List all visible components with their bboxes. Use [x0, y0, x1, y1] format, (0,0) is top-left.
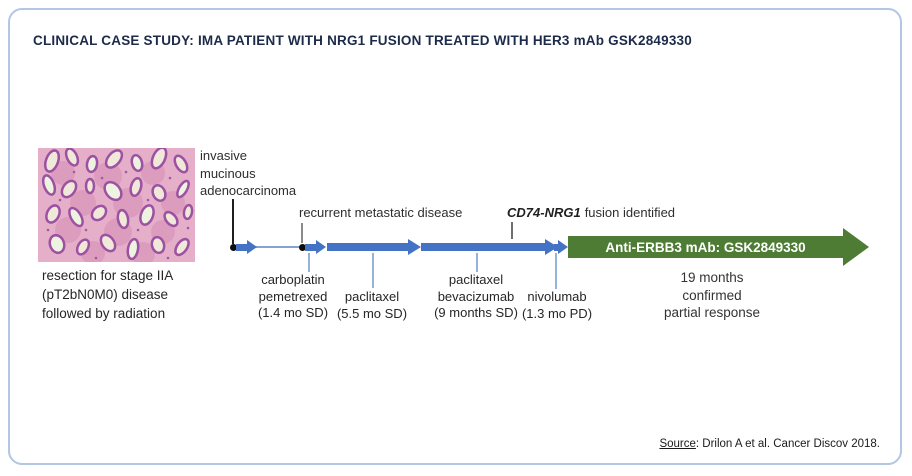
treatment-label-4: nivolumab (1.3 mo PD) — [497, 289, 617, 322]
treatment-line: (5.5 mo SD) — [336, 305, 408, 321]
treatment-label-3: paclitaxel bevacizumab (9 months SD) — [411, 272, 541, 322]
connector-treatment-2 — [372, 253, 374, 288]
timeline-arrow-chevron-2 — [554, 240, 568, 254]
outcome-line: 19 months — [680, 270, 744, 285]
treatment-arrow-2 — [421, 239, 558, 255]
arrow-body: Anti-ERBB3 mAb: GSK2849330 — [568, 236, 843, 258]
arrow-body — [236, 243, 247, 251]
therapy-arrow-label: Anti-ERBB3 mAb: GSK2849330 — [605, 239, 806, 255]
milestone-dot-diagnosis — [229, 243, 237, 251]
connector-recurrence — [301, 223, 303, 243]
outcome-line: confirmed — [682, 287, 742, 303]
timeline-arrow-chevron-1 — [305, 240, 326, 254]
treatment-line: (1.4 mo SD) — [257, 305, 329, 320]
arrow-head-icon — [558, 240, 568, 254]
source-note: Source: Drilon A et al. Cancer Discov 20… — [659, 438, 880, 450]
outcome-line: partial response — [663, 305, 761, 320]
treatment-line: (1.3 mo PD) — [521, 305, 593, 321]
treatment-line: paclitaxel — [448, 272, 504, 287]
arrow-head-icon — [247, 240, 257, 254]
treatment-line: paclitaxel — [344, 289, 400, 304]
treatment-label-2: paclitaxel (5.5 mo SD) — [312, 289, 432, 322]
specimen-caption: resection for stage IIA (pT2bN0M0) disea… — [42, 266, 173, 323]
connector-diagnosis — [232, 199, 234, 244]
arrow-head-icon — [408, 239, 421, 255]
treatment-arrow-1 — [327, 239, 421, 255]
page-title: CLINICAL CASE STUDY: IMA PATIENT WITH NR… — [33, 33, 692, 48]
caption-line: followed by radiation — [42, 306, 166, 321]
histology-micrograph — [38, 148, 195, 262]
timeline-arrow-start — [236, 240, 257, 254]
gene-name: CD74-NRG1 — [507, 205, 581, 220]
arrow-head-icon — [316, 240, 326, 254]
treatment-line: nivolumab — [527, 289, 587, 304]
treatment-line: carboplatin — [261, 272, 325, 287]
milestone-dot-recurrence — [298, 243, 306, 251]
arrow-body — [554, 243, 558, 251]
connector-treatment-4 — [555, 253, 557, 289]
connector-treatment-3 — [476, 253, 478, 272]
timeline-baseline — [233, 246, 302, 248]
treatment-line: bevacizumab — [437, 288, 515, 304]
fusion-text: fusion identified — [584, 205, 676, 220]
therapy-arrow-gsk: Anti-ERBB3 mAb: GSK2849330 — [568, 228, 869, 266]
arrow-body — [305, 243, 316, 251]
arrow-body — [421, 243, 545, 251]
outcome-text: 19 months confirmed partial response — [622, 269, 802, 322]
milestone-line: mucinous — [200, 165, 256, 181]
milestone-label-recurrence: recurrent metastatic disease — [299, 205, 463, 220]
arrow-body — [327, 243, 408, 251]
source-label: Source — [659, 438, 696, 450]
connector-fusion — [511, 222, 513, 239]
milestone-label-diagnosis: invasive mucinous adenocarcinoma — [200, 147, 296, 200]
arrow-head-icon — [843, 228, 869, 266]
treatment-line: pemetrexed — [258, 288, 328, 304]
treatment-label-1: carboplatin pemetrexed (1.4 mo SD) — [233, 272, 353, 322]
caption-line: resection for stage IIA — [42, 268, 174, 283]
source-text: : Drilon A et al. Cancer Discov 2018. — [695, 438, 880, 450]
caption-line: (pT2bN0M0) disease — [42, 287, 169, 302]
milestone-line: adenocarcinoma — [200, 183, 297, 198]
treatment-line: (9 months SD) — [434, 305, 518, 320]
connector-treatment-1 — [308, 253, 310, 272]
milestone-line: invasive — [200, 148, 247, 163]
arrow-head-icon — [545, 239, 558, 255]
